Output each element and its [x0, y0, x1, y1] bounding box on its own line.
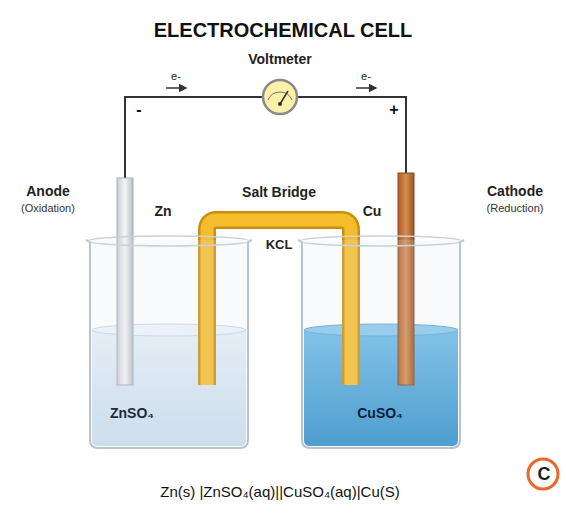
- voltmeter-needle: [280, 91, 288, 104]
- salt-bridge-label: Salt Bridge: [242, 185, 316, 200]
- wire: [297, 97, 406, 175]
- electron-arrow: [166, 87, 186, 89]
- solution-label: ZnSO₄: [110, 406, 154, 421]
- electron-arrow: [356, 87, 376, 89]
- electron-label: e-: [361, 70, 371, 82]
- voltmeter-scale: [268, 92, 292, 100]
- diagram-title: ELECTROCHEMICAL CELL: [154, 19, 413, 41]
- voltmeter-pivot: [278, 102, 282, 106]
- logo-letter: C: [538, 465, 551, 485]
- wire: [125, 97, 263, 180]
- beaker-rim: [300, 236, 462, 246]
- cell-notation: Zn(s) |ZnSO₄(aq)||CuSO₄(aq)|Cu(S): [160, 484, 400, 501]
- metal-label: Cu: [363, 204, 382, 219]
- electron-label: e-: [171, 70, 181, 82]
- polarity-sign: -: [136, 101, 141, 119]
- beaker-rim: [88, 236, 250, 246]
- metal-label: Zn: [154, 204, 171, 219]
- voltmeter-dial: [263, 80, 297, 114]
- polarity-sign: +: [389, 101, 398, 119]
- electrolyte-label: KCL: [266, 238, 293, 252]
- solution-label: CuSO₄: [357, 406, 403, 421]
- beaker: [86, 240, 252, 448]
- logo-ring: [528, 459, 558, 489]
- electrode-label: Cathode: [487, 184, 543, 199]
- electrode-label: Anode: [26, 184, 70, 199]
- voltmeter-label: Voltmeter: [248, 52, 312, 67]
- electrode-note: (Oxidation): [21, 202, 75, 214]
- electrode-note: (Reduction): [487, 202, 544, 214]
- beaker: [298, 240, 464, 448]
